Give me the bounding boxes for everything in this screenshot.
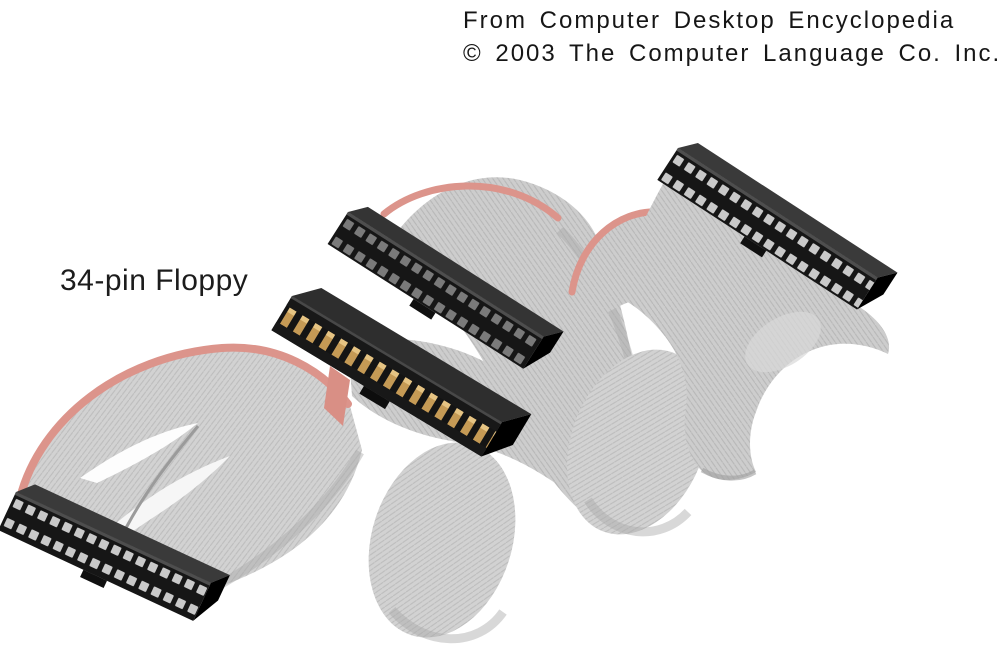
- cable-fold-highlight: [745, 311, 821, 373]
- connector-bottom-left: [0, 484, 230, 621]
- red-stripe-notch: [324, 366, 350, 426]
- figure-label: 34-pin Floppy: [60, 264, 248, 297]
- connector-upper-middle: [327, 206, 564, 369]
- connector-gold-pins: [271, 287, 532, 457]
- gold-contacts: [271, 296, 503, 457]
- caption-line-2: © 2003 The Computer Language Co. Inc.: [463, 40, 1000, 67]
- cable-right-end: [610, 182, 890, 481]
- socket-holes: [327, 212, 544, 369]
- twist-highlight: [108, 456, 230, 536]
- red-stripe-left-band: [16, 343, 352, 502]
- caption-line-1: From Computer Desktop Encyclopedia: [463, 7, 955, 34]
- twist-highlight: [80, 423, 198, 483]
- cable-right-fold: [567, 349, 709, 537]
- socket-holes: [657, 148, 878, 310]
- connector-upper-right: [657, 143, 898, 310]
- red-stripe-middle-hump: [380, 182, 562, 222]
- socket-holes: [0, 492, 211, 621]
- cable-left-fold: [368, 442, 516, 644]
